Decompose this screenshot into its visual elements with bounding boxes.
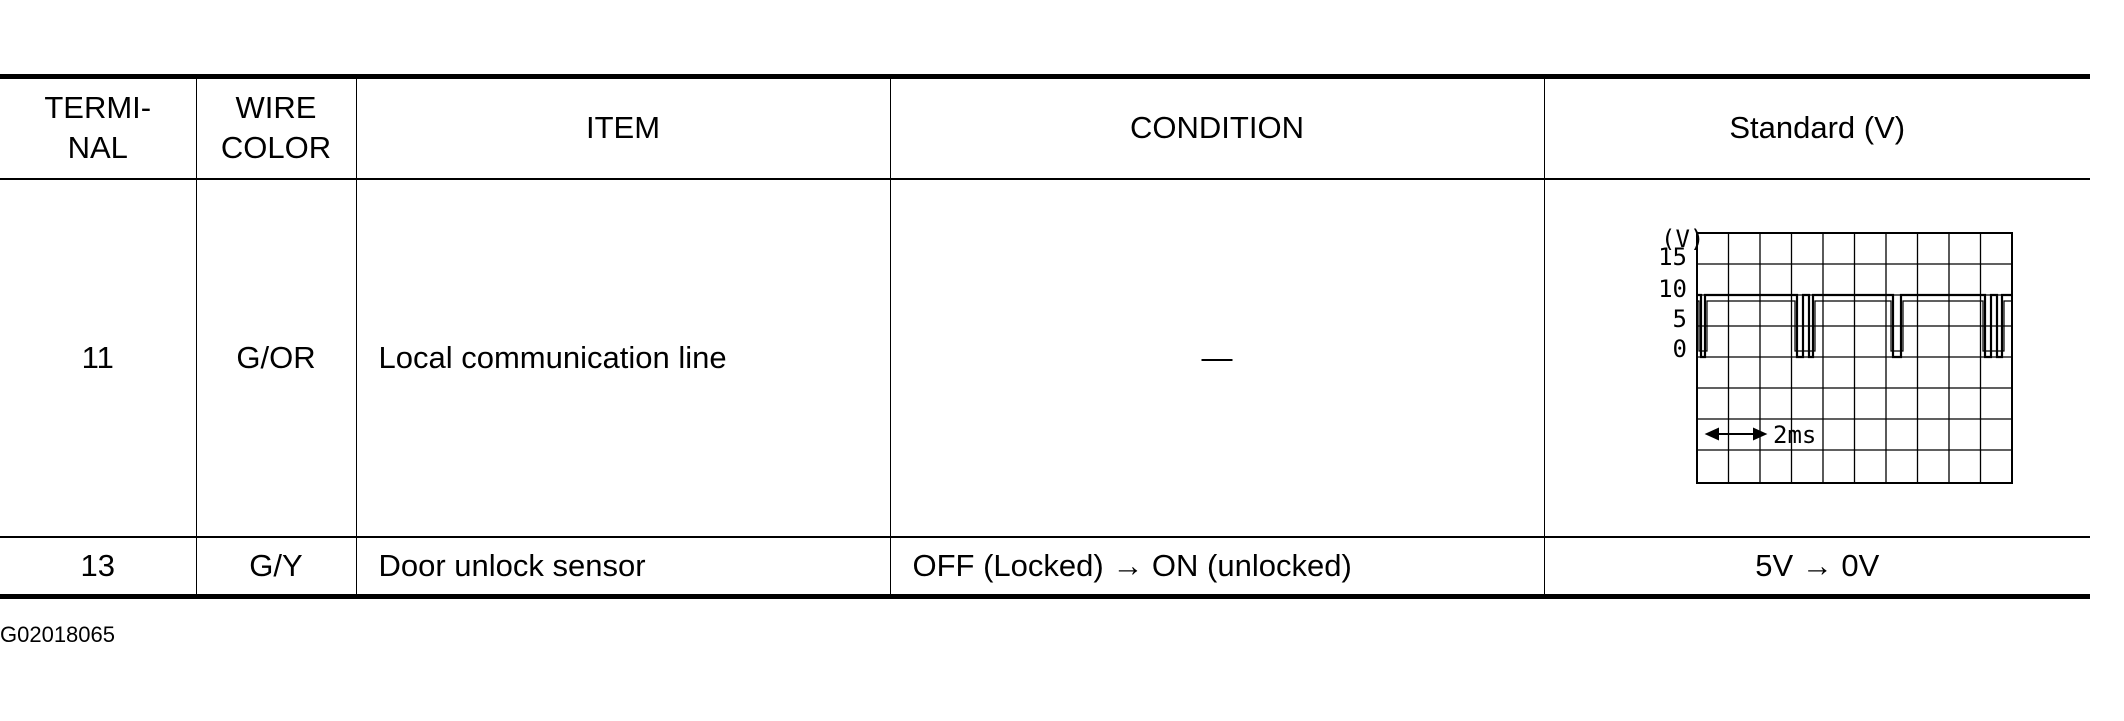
cell-standard-waveform: (V) 15 10 5 0 (1543, 178, 2091, 538)
header-terminal-line2: NAL (67, 130, 128, 166)
waveform-container: (V) 15 10 5 0 (1545, 223, 2091, 493)
table-row: 13 G/Y Door unlock sensor OFF (Locked) →… (0, 536, 2090, 597)
cell-condition: OFF (Locked) → ON (unlocked) (889, 536, 1545, 597)
header-condition: CONDITION (889, 76, 1545, 180)
table-header-row: TERMI- NAL WIRE COLOR ITEM CONDITION Sta… (0, 76, 2090, 180)
cell-item: Local communication line (355, 178, 891, 538)
cell-condition: — (889, 178, 1545, 538)
terminal-table: TERMI- NAL WIRE COLOR ITEM CONDITION Sta… (0, 74, 2090, 599)
header-wire-line2: COLOR (220, 130, 332, 166)
scope-grid (1696, 231, 2014, 484)
y-tick-label: 5 (1673, 305, 1687, 333)
y-tick-label: 0 (1673, 335, 1687, 363)
cell-wire-color: G/Y (195, 536, 357, 597)
time-scale-arrow (1704, 426, 1768, 441)
time-scale-label: 2ms (1773, 421, 1816, 449)
header-terminal-line1: TERMI- (44, 90, 152, 126)
header-standard: Standard (V) (1543, 76, 2090, 180)
cell-terminal: 13 (0, 536, 197, 597)
y-tick-label: 15 (1658, 243, 1687, 271)
cell-terminal: 11 (0, 178, 197, 538)
header-wire-color: WIRE COLOR (195, 76, 357, 180)
header-wire-line1: WIRE (235, 90, 317, 126)
header-item: ITEM (355, 76, 891, 180)
figure-code: G02018065 (0, 622, 115, 647)
cell-standard: 5V → 0V (1543, 536, 2090, 597)
header-terminal: TERMI- NAL (0, 76, 197, 180)
cell-wire-color: G/OR (195, 178, 357, 538)
waveform-signal (1697, 293, 2013, 358)
waveform-scope: (V) 15 10 5 0 (1658, 225, 2014, 484)
y-tick-label: 10 (1658, 275, 1687, 303)
table-row: 11 G/OR Local communication line — (0, 178, 2091, 538)
y-unit-label: (V) (1661, 225, 1704, 253)
cell-item: Door unlock sensor (355, 536, 891, 597)
